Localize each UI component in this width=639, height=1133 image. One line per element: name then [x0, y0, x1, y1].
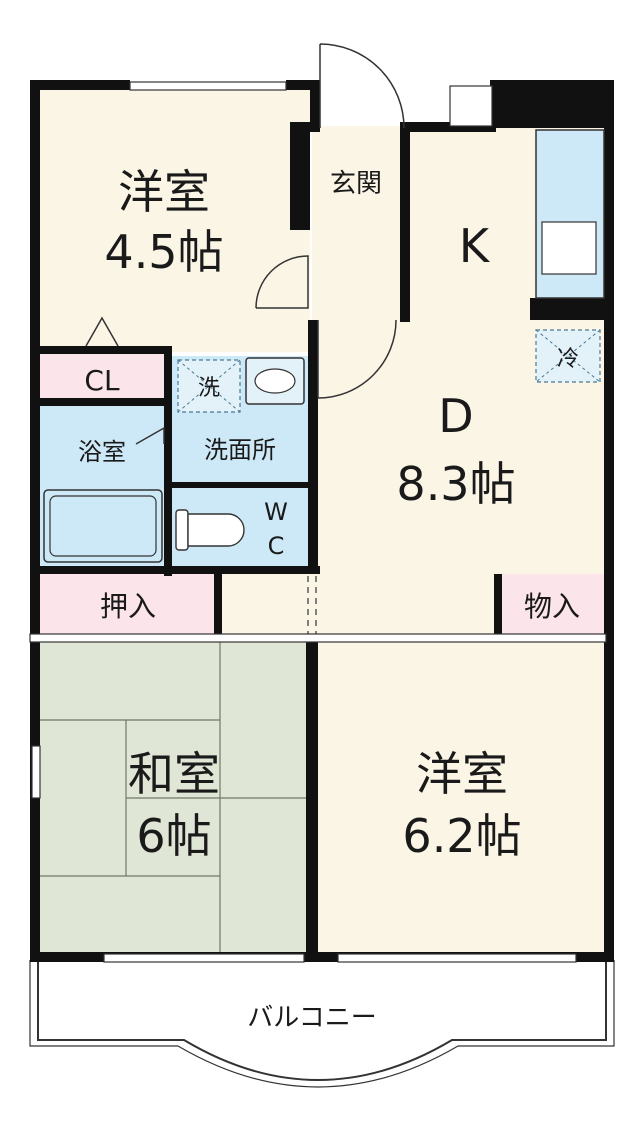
washer-cross — [177, 359, 241, 413]
oshiire-label: 押入 — [100, 590, 156, 623]
tatami-lines — [38, 642, 310, 954]
dining-label: D — [438, 389, 473, 443]
toilet-label-w: W — [264, 498, 288, 526]
bathroom-label: 浴室 — [78, 438, 126, 466]
corridor-floor — [220, 574, 500, 634]
japanese-room-size: 6帖 — [136, 809, 211, 863]
western-room-2-size: 6.2帖 — [402, 809, 521, 863]
western-room-1-floor — [38, 88, 310, 352]
balcony-inner-line — [29, 960, 615, 1088]
entrance-label: 玄関 — [330, 169, 382, 199]
kitchen-counter — [535, 129, 605, 299]
western-room-1-name: 洋室 — [118, 165, 210, 219]
western-room-2-name: 洋室 — [416, 747, 508, 801]
bathtub-inner — [49, 495, 157, 557]
closet-label: CL — [84, 364, 120, 397]
kitchen-label: K — [459, 219, 491, 273]
japanese-room-name: 和室 — [128, 747, 220, 801]
closet-floor — [38, 352, 164, 402]
balcony-outline — [37, 960, 607, 1081]
toilet-label-c: C — [268, 532, 285, 560]
corridor-opening — [307, 576, 317, 634]
dining-size: 8.3帖 — [396, 457, 515, 511]
western-room-2-floor — [316, 642, 606, 954]
washroom-label: 洗面所 — [204, 436, 276, 464]
oshiire-floor — [38, 574, 218, 634]
toilet-fixture — [175, 509, 245, 551]
storage-label: 物入 — [524, 590, 580, 623]
doors — [85, 43, 405, 445]
walls — [30, 80, 614, 962]
sink-bowl — [254, 368, 296, 394]
western-room-1-size: 4.5帖 — [104, 225, 223, 279]
windows — [29, 81, 607, 963]
storage-floor — [500, 574, 606, 634]
room-labels: 洋室 4.5帖 玄関 K 冷 CL 浴室 洗 洗面所 W C D 8.3帖 押入… — [78, 165, 580, 1033]
balcony-label: バルコニー — [247, 1003, 376, 1033]
fridge-label: 冷 — [557, 347, 579, 372]
fridge-cross — [535, 329, 601, 383]
washer-label: 洗 — [198, 376, 220, 401]
